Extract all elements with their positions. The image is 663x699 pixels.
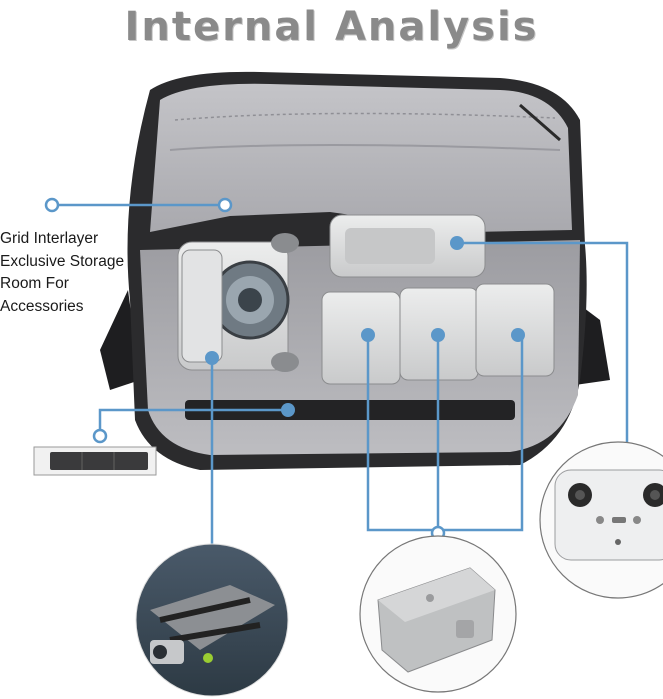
page-title: Internal Analysis — [124, 4, 539, 50]
drone-inset — [135, 543, 289, 697]
strap-in-bag — [185, 400, 515, 420]
controller-in-bag — [329, 214, 486, 278]
grid-interlayer-label: Grid Interlayer Exclusive Storage Room F… — [0, 228, 150, 318]
label-line: Accessories — [0, 297, 84, 315]
controller-inset — [539, 441, 663, 599]
leader-lines — [52, 203, 629, 558]
label-line: Grid Interlayer — [0, 230, 99, 247]
battery-inset — [359, 535, 517, 693]
strap-inset — [33, 446, 157, 476]
label-line: Room For — [0, 275, 69, 292]
label-line: Exclusive Storage — [0, 252, 125, 270]
drone-in-bag — [177, 233, 299, 372]
